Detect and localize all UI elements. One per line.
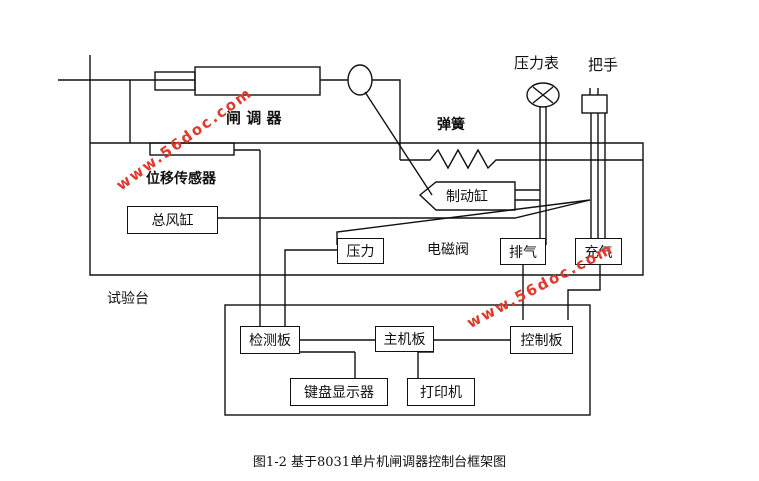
keyboard-display-box: 键盘显示器 (290, 378, 388, 406)
actuator-body (194, 66, 321, 96)
exhaust-label: 排气 (509, 244, 537, 261)
brake-cylinder-shape (418, 181, 516, 211)
actuator-cap (154, 71, 196, 91)
gauge-label: 压力表 (514, 54, 560, 72)
gauge (526, 82, 560, 108)
charge-box: 充气 (575, 238, 622, 265)
main-reservoir-label: 总风缸 (151, 213, 194, 229)
sensor-label: 位移传感器 (146, 171, 216, 187)
brake-cylinder-label: 制动缸 (446, 189, 488, 205)
printer-label: 打印机 (420, 385, 462, 401)
detection-board-label: 检测板 (249, 333, 291, 349)
test-bench-label: 试验台 (107, 291, 149, 307)
main-reservoir-box: 总风缸 (127, 206, 218, 234)
lever (364, 91, 433, 196)
spring (400, 148, 643, 170)
bench-frame (89, 55, 644, 276)
main-board-label: 主机板 (383, 332, 426, 348)
exhaust-box: 排气 (500, 238, 546, 265)
handle-body (581, 94, 608, 114)
detection-board-box: 检测板 (240, 326, 300, 354)
main-board-box: 主机板 (375, 326, 434, 352)
sensor-body (149, 142, 235, 156)
handle-label: 把手 (588, 56, 619, 74)
solenoid-valve-label: 电磁阀 (427, 242, 469, 258)
keyboard-display-label: 键盘显示器 (304, 385, 374, 401)
control-board-label: 控制板 (520, 333, 563, 349)
console-frame (224, 304, 591, 416)
actuator-label: 闸 调 器 (226, 109, 282, 127)
pressure-box: 压力 (337, 238, 384, 264)
pressure-label: 压力 (346, 244, 375, 260)
printer-box: 打印机 (407, 378, 475, 406)
spring-label: 弹簧 (437, 117, 465, 133)
control-board-box: 控制板 (510, 326, 573, 354)
figure-caption: 图1-2 基于8031单片机闸调器控制台框架图 (252, 455, 507, 470)
charge-label: 充气 (584, 244, 613, 261)
actuator-head (347, 64, 373, 96)
